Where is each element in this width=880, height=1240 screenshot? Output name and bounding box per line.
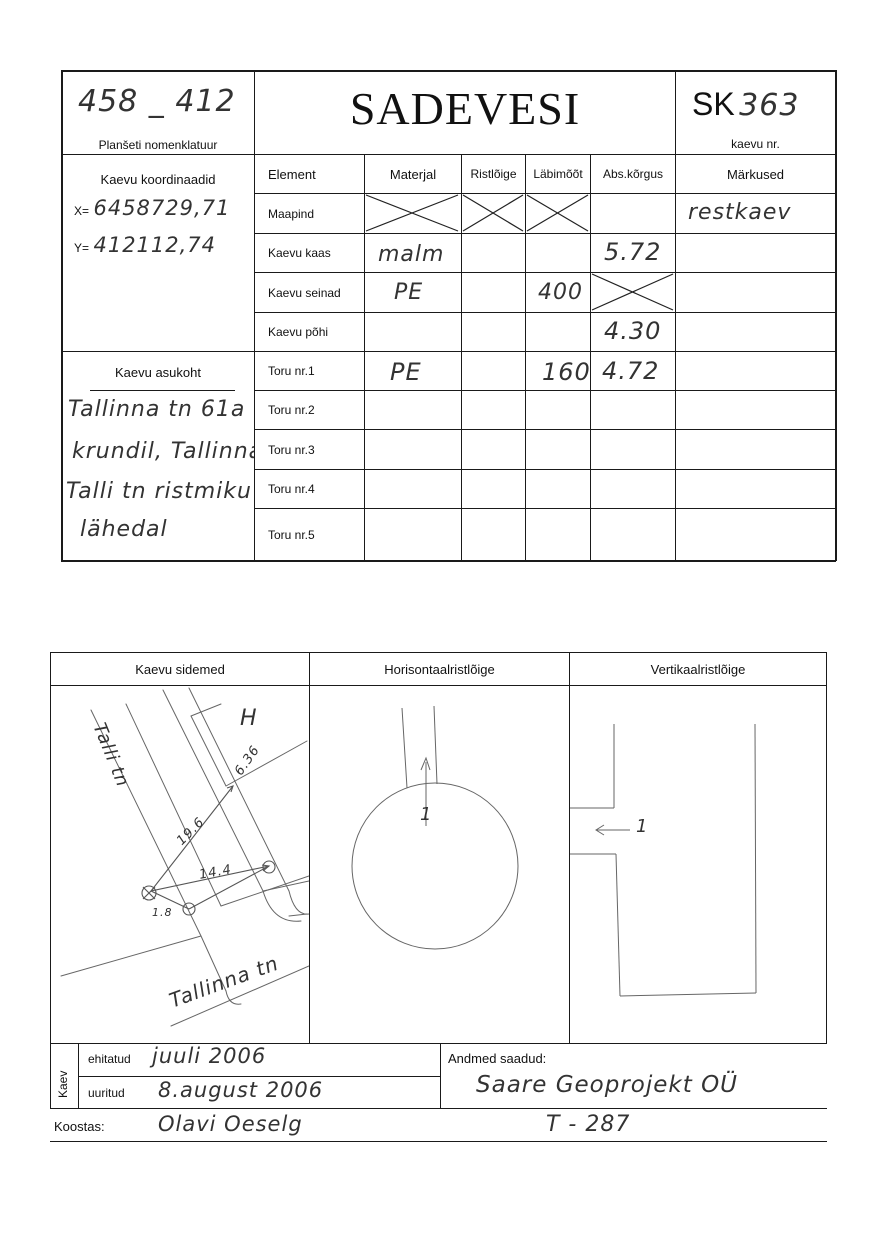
row-element: Kaevu kaas [268, 246, 331, 260]
y-coordinate: Y= 412112,74 [74, 233, 216, 257]
abs-value: 5.72 [604, 238, 662, 266]
building-label: H [240, 706, 258, 731]
coordinates-label: Kaevu koordinaadid [100, 172, 216, 187]
abs-value: 4.30 [604, 317, 662, 345]
col-header-cross-section: Ristlõige [470, 167, 517, 181]
x-label: X= [74, 204, 90, 218]
abs-value: 4.72 [602, 357, 660, 385]
row-element: Toru nr.3 [268, 442, 315, 457]
location-line-4: lähedal [80, 517, 168, 542]
material-value: malm [378, 242, 445, 267]
well-number-block: SK 363 [692, 86, 799, 123]
diameter-value: 160 [542, 358, 591, 386]
compiled-label: Koostas: [54, 1119, 105, 1134]
horizontal-section-title: Horisontaalristlõige [384, 661, 495, 677]
y-value: 412112,74 [93, 233, 217, 257]
x-value: 6458729,71 [93, 196, 231, 220]
surveyed-label: uuritud [88, 1086, 125, 1100]
row-element: Toru nr.4 [268, 482, 315, 496]
row-element: Maapind [268, 206, 315, 221]
document-code: T - 287 [546, 1112, 631, 1137]
nomenclature-label: Planšeti nomenklatuur [98, 138, 218, 152]
pipe-label: 1 [636, 816, 649, 837]
row-element: Toru nr.2 [268, 403, 315, 417]
vertical-section-sketch [570, 723, 757, 997]
well-number-label: kaevu nr. [731, 137, 780, 151]
col-header-abs-height: Abs.kõrgus [602, 167, 664, 181]
pipe-label: 1 [420, 804, 433, 825]
built-label: ehitatud [88, 1052, 131, 1066]
row-element: Kaevu põhi [268, 325, 329, 339]
location-line-1: Tallinna tn 61a [68, 397, 246, 422]
location-label: Kaevu asukoht [114, 365, 201, 380]
built-value: juuli 2006 [152, 1044, 267, 1068]
row-element: Toru nr.1 [268, 364, 315, 378]
well-prefix: SK [692, 86, 735, 122]
col-header-remarks: Märkused [726, 166, 785, 182]
row-element: Kaevu seinad [268, 285, 341, 300]
x-coordinate: X= 6458729,71 [74, 196, 230, 220]
remarks-value: restkaev [688, 200, 792, 225]
material-value: PE [390, 358, 422, 386]
page-title: SADEVESI [349, 83, 581, 134]
horizontal-section-sketch [351, 705, 519, 950]
distance-label: 1.8 [152, 906, 173, 919]
crossed-cells [365, 194, 674, 311]
well-number: 363 [739, 88, 800, 123]
site-sketch [60, 687, 309, 1027]
col-header-diameter: Läbimõõt [533, 167, 583, 181]
well-label: Kaev [56, 1070, 70, 1098]
vertical-section-title: Vertikaalristlõige [650, 661, 746, 677]
col-header-material: Materjal [389, 166, 437, 182]
nomenclature-value: 458 _ 412 [78, 84, 236, 119]
location-line-2: krundil, Tallinna ja [72, 439, 254, 464]
material-value: PE [394, 280, 424, 305]
surveyed-value: 8.august 2006 [158, 1078, 324, 1102]
compiled-value: Olavi Oeselg [158, 1112, 303, 1136]
location-line-3: Talli tn ristmiku [66, 479, 252, 504]
row-element: Toru nr.5 [268, 527, 315, 542]
data-from-value: Saare Geoprojekt OÜ [476, 1072, 739, 1098]
data-from-label: Andmed saadud: [448, 1051, 547, 1066]
ties-title: Kaevu sidemed [135, 661, 225, 677]
diameter-value: 400 [538, 280, 583, 305]
col-header-element: Element [268, 166, 316, 182]
y-label: Y= [74, 241, 90, 255]
